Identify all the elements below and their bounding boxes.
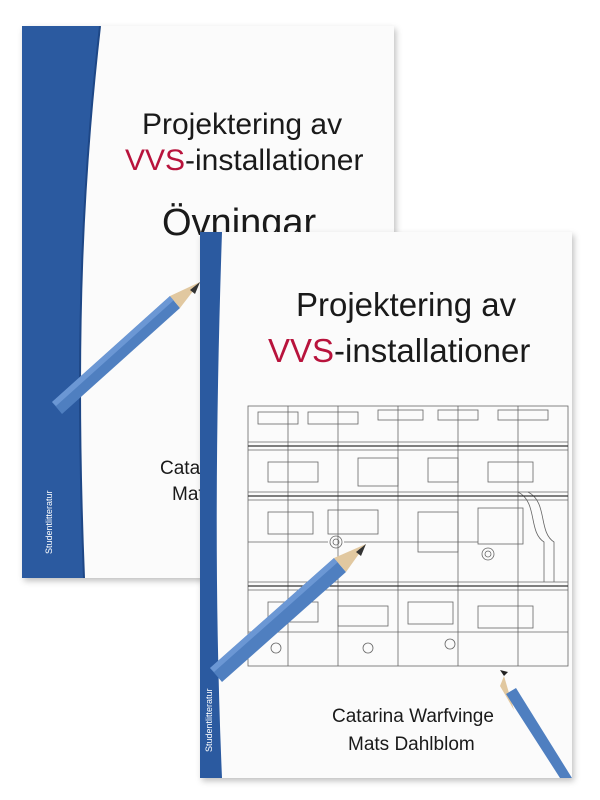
back-book-spine (22, 26, 101, 578)
back-book-title-line1: Projektering av (142, 108, 343, 141)
blueprint-illustration (247, 405, 569, 667)
back-book-pencil (52, 282, 200, 414)
front-book-pencil-right (500, 670, 572, 778)
front-book-spine (200, 232, 222, 778)
back-book-title-line2: VVS-installationer (125, 144, 363, 178)
front-book-cover: Projektering av VVS-installationer (200, 232, 572, 778)
front-book-title-accent: VVS (268, 332, 335, 369)
front-book-pencil-left (210, 544, 366, 682)
back-book-publisher: Studentlitteratur (44, 490, 54, 554)
front-book-author2: Mats Dahlblom (348, 734, 475, 755)
front-book-author1: Catarina Warfvinge (332, 706, 494, 727)
front-book-title-line1: Projektering av (296, 286, 517, 323)
front-book-publisher: Studentlitteratur (204, 688, 214, 752)
front-book-title-line2: VVS-installationer (268, 332, 530, 370)
back-book-title-rest: -installationer (185, 144, 364, 177)
front-book-title-rest: -installationer (334, 332, 531, 369)
back-book-title-accent: VVS (125, 144, 186, 177)
